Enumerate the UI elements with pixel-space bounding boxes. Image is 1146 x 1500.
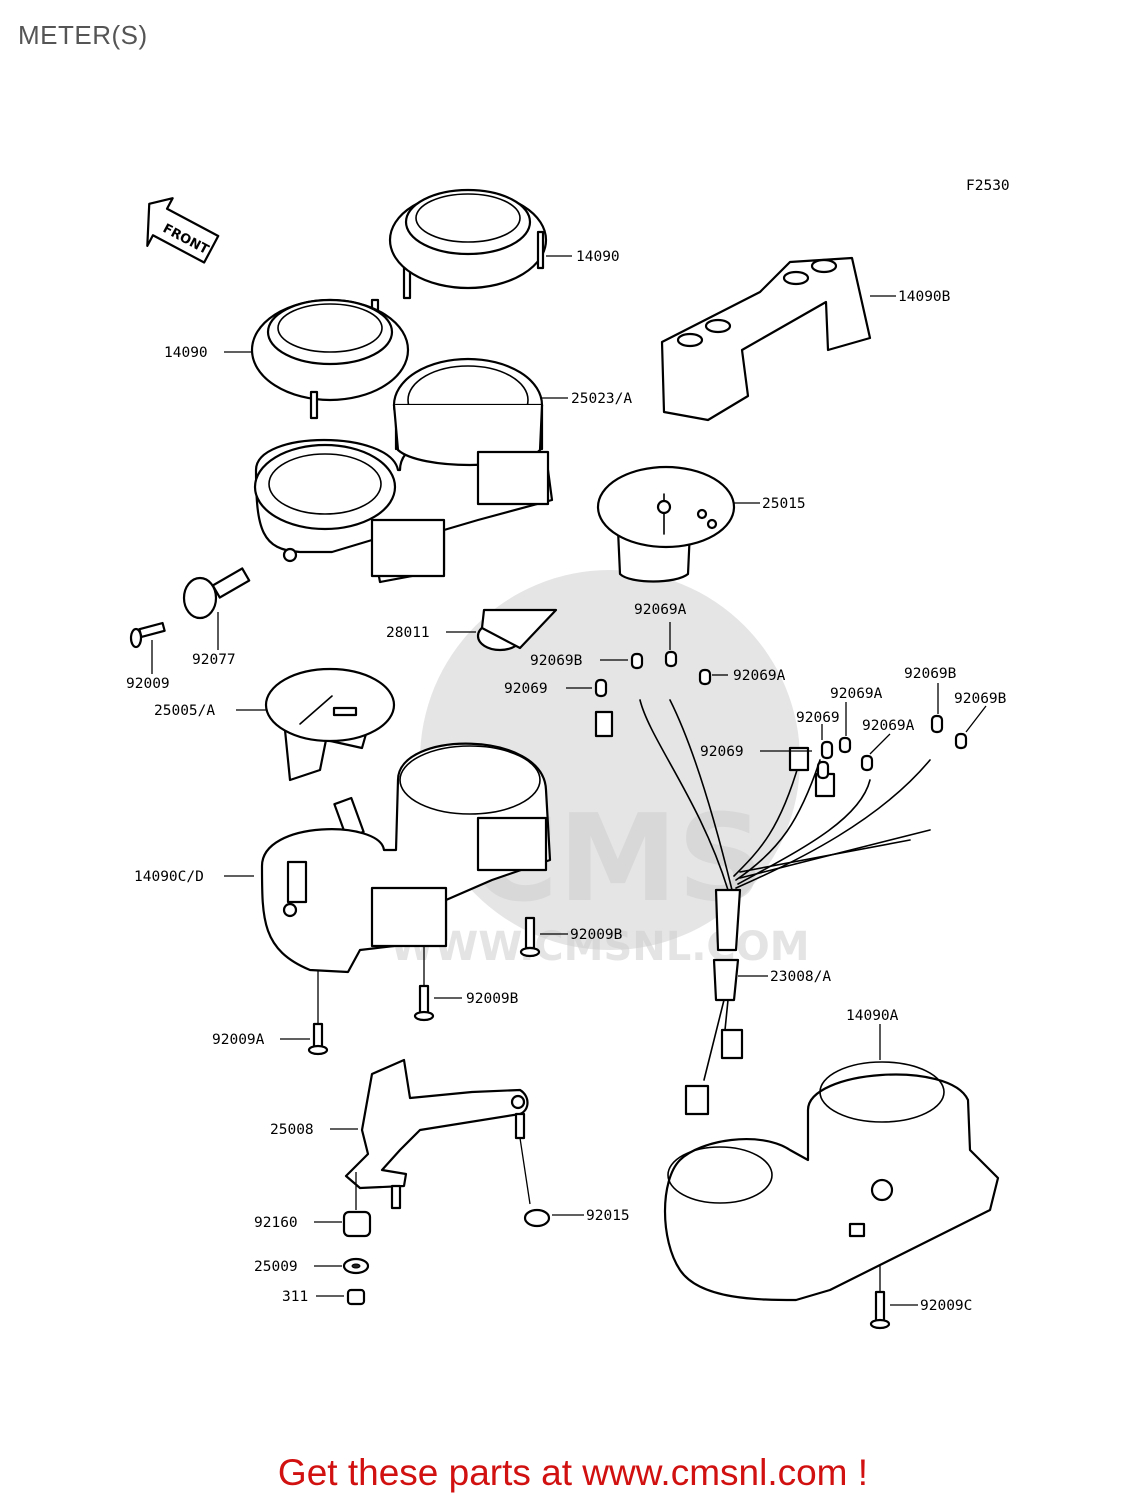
page-title: METER(S): [18, 20, 148, 50]
label-92069A-2: 92069A: [733, 668, 786, 684]
nut-92015: [523, 1208, 551, 1228]
meter-ring-top: [388, 188, 548, 300]
label-92069A-1: 92069A: [634, 602, 687, 618]
label-92015: 92015: [586, 1208, 630, 1224]
screw-92009A: [307, 1022, 329, 1056]
label-92009B-right: 92009B: [570, 927, 623, 943]
label-92009: 92009: [126, 676, 170, 692]
label-92077: 92077: [192, 652, 236, 668]
part-28011: [476, 608, 558, 652]
front-arrow: FRONT: [146, 197, 220, 264]
label-311: 311: [282, 1289, 308, 1305]
gauge-25005: [264, 667, 396, 840]
wire-harness-23008: [594, 699, 931, 1116]
bracket-25008: [344, 1058, 529, 1210]
gauge-25015: [596, 465, 736, 583]
screw-92009C: [869, 1250, 891, 1330]
knob-92077: [182, 567, 251, 620]
label-92069B-2: 92069B: [904, 666, 957, 682]
label-28011: 28011: [386, 625, 430, 641]
lower-cover-14090A: [663, 1061, 1000, 1302]
label-23008A: 23008/A: [770, 969, 831, 985]
nut-311: [346, 1288, 366, 1306]
label-92069A-3: 92069A: [830, 686, 883, 702]
label-25005A: 25005/A: [154, 703, 215, 719]
meter-housing-14090CD: [260, 742, 552, 974]
label-14090-top: 14090: [576, 249, 620, 265]
grommet-92160: [342, 1210, 372, 1238]
screw-92009B-right: [519, 916, 541, 958]
label-92069-2: 92069: [796, 710, 840, 726]
top-cover-14090B: [660, 256, 872, 422]
label-25015: 25015: [762, 496, 806, 512]
label-92009B-center: 92009B: [466, 991, 519, 1007]
label-25009: 25009: [254, 1259, 298, 1275]
label-14090-left: 14090: [164, 345, 208, 361]
screw-92009B-center: [413, 984, 435, 1022]
bulbs-92069: [594, 650, 968, 780]
label-14090CD: 14090C/D: [134, 869, 204, 885]
label-92069-3: 92069: [700, 744, 744, 760]
label-25008: 25008: [270, 1122, 314, 1138]
label-92160: 92160: [254, 1215, 298, 1231]
washer-25009: [342, 1257, 370, 1275]
meter-ring-left: [250, 298, 410, 420]
label-14090B: 14090B: [898, 289, 951, 305]
label-92069-1: 92069: [504, 681, 548, 697]
screw-92009: [129, 621, 166, 649]
meter-case-25023: [253, 357, 554, 584]
label-92009A: 92009A: [212, 1032, 265, 1048]
watermark-url: WWW.CMSNL.COM: [390, 924, 810, 970]
label-92069B-1: 92069B: [530, 653, 583, 669]
label-92069A-4: 92069A: [862, 718, 915, 734]
promo-link[interactable]: Get these parts at www.cmsnl.com !: [277, 1452, 869, 1493]
figure-code: F2530: [966, 178, 1010, 194]
label-92069B-3: 92069B: [954, 691, 1007, 707]
label-14090A: 14090A: [846, 1008, 899, 1024]
label-25023A: 25023/A: [571, 391, 632, 407]
label-92009C: 92009C: [920, 1298, 972, 1314]
